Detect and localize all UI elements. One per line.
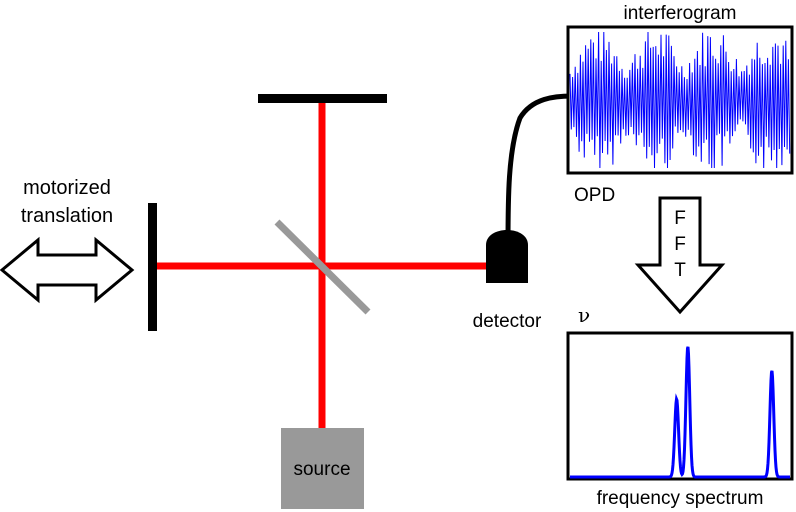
fft-arrow-icon xyxy=(634,196,726,315)
detector-cable xyxy=(505,93,573,246)
opd-label: OPD xyxy=(574,185,615,206)
movable-mirror[interactable] xyxy=(148,203,157,331)
fixed-mirror xyxy=(258,94,387,103)
motorized-label: motorized xyxy=(23,177,111,199)
nu-label: ν xyxy=(578,303,590,327)
beam-splitter xyxy=(274,219,371,315)
detector-icon xyxy=(486,230,528,283)
spectrum-frame xyxy=(566,331,794,481)
spectrum-title: frequency spectrum xyxy=(597,488,764,509)
fft-letter-1: F xyxy=(674,208,686,229)
fft-letter-2: F xyxy=(674,234,686,255)
translation-label: translation xyxy=(21,205,113,227)
interferogram-title: interferogram xyxy=(624,3,737,24)
detector-label: detector xyxy=(473,311,542,332)
source-box xyxy=(281,428,364,509)
interferogram-signal xyxy=(569,31,791,169)
fft-letter-3: T xyxy=(674,260,686,281)
translation-double-arrow-icon xyxy=(0,236,135,304)
spectrum-signal xyxy=(570,346,790,479)
source-label: source xyxy=(293,459,350,480)
